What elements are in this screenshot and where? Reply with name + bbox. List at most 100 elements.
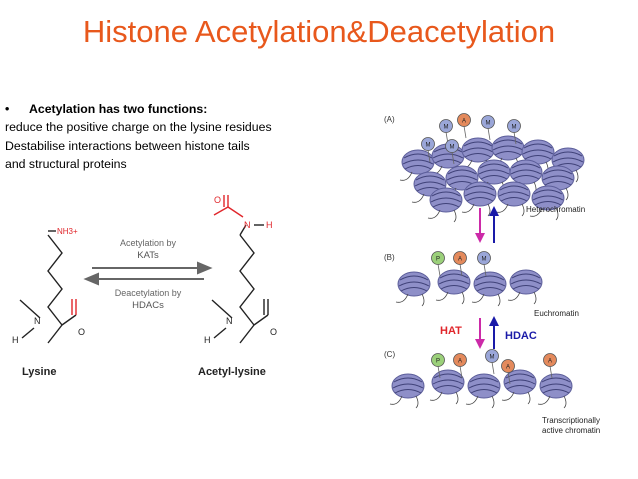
nucleosome <box>461 181 497 217</box>
acetyl-nh-bond <box>213 327 227 339</box>
panel-c-marks: P A M A A <box>431 349 557 385</box>
histone-mark-m: M <box>507 119 521 145</box>
forward-label: Acetylation by <box>120 238 177 248</box>
acetyl-co-double <box>263 299 269 315</box>
nucleosome <box>507 159 543 195</box>
nucleosome <box>465 373 501 409</box>
lysine-methyl-bond <box>19 299 41 319</box>
mark-letter: A <box>506 364 510 370</box>
nucleosome <box>507 269 543 305</box>
lysine-alpha-bond <box>47 324 63 344</box>
histone-mark-a: A <box>453 353 467 379</box>
acetyl-o-red-label: O <box>214 195 221 205</box>
histone-mark-m: M <box>485 349 499 375</box>
mark-letter: M <box>450 144 455 150</box>
slide-title: Histone Acetylation&Deacetylation <box>82 14 556 49</box>
mark-letter: M <box>486 120 491 126</box>
mark-letter: A <box>458 358 462 364</box>
nucleosome <box>427 187 463 223</box>
histone-mark-p: P <box>431 251 445 277</box>
histone-mark-a: A <box>501 359 515 385</box>
mark-letter: M <box>482 256 487 262</box>
histone-mark-m: M <box>477 251 491 277</box>
mark-letter: A <box>458 256 462 262</box>
heterochromatin-nucleosomes <box>399 135 585 223</box>
down-arrowhead-2 <box>475 339 485 349</box>
nucleosome <box>529 185 565 221</box>
heterochromatin-label: Heterochromatin <box>526 205 585 214</box>
nucleosome <box>501 369 537 405</box>
nucleosome <box>429 369 465 405</box>
lysine-carbonyl-bond <box>61 314 77 326</box>
forward-arrowhead <box>197 261 213 275</box>
acetyl-n-bond <box>239 224 247 236</box>
panel-a-marks: M A M M M M <box>421 113 521 165</box>
up-arrowhead-2 <box>489 316 499 326</box>
mark-letter: M <box>426 142 431 148</box>
nucleosome <box>399 149 435 185</box>
bullet-line-3: and structural proteins <box>5 156 127 171</box>
mark-letter: P <box>436 256 440 262</box>
reverse-label: Deacetylation by <box>115 288 182 298</box>
amide-h-label: H <box>266 220 273 230</box>
lysine-side-chain <box>47 234 63 326</box>
nucleosome <box>495 181 531 217</box>
lysine-name: Lysine <box>22 366 56 378</box>
lysine-o-label: O <box>78 327 85 337</box>
nucleosome <box>471 271 507 307</box>
bullet-list: • Acetylation has two functions: reduce t… <box>5 100 272 173</box>
mark-letter: M <box>512 124 517 130</box>
reverse-enzyme: HDACs <box>132 300 164 311</box>
nucleosome <box>537 373 573 409</box>
chromatin-diagram: (A) (B) (C) M A M M M M Heterochromatin P A M E… <box>384 113 600 435</box>
acetyl-co-bond <box>223 195 229 207</box>
acetyl-carbonyl-bond <box>253 314 269 326</box>
mark-letter: M <box>444 124 449 130</box>
acetyl-group <box>213 206 244 218</box>
bullet-line-1: reduce the positive charge on the lysine… <box>5 120 272 135</box>
acetyl-lysine-name: Acetyl-lysine <box>198 366 266 378</box>
acetyl-alpha-bond <box>239 324 255 344</box>
amine-label: NH3+ <box>57 227 78 236</box>
hdac-label: HDAC <box>505 330 537 342</box>
histone-mark-a: A <box>453 251 467 277</box>
forward-enzyme: KATs <box>137 250 159 261</box>
euchromatin-nucleosomes <box>395 269 543 307</box>
mark-letter: P <box>436 358 440 364</box>
nucleosome <box>435 269 471 305</box>
lysine-n-label: N <box>34 316 41 326</box>
histone-mark-p: P <box>431 353 445 379</box>
hat-label: HAT <box>440 325 462 337</box>
acetyl-methyl-bond <box>211 299 233 319</box>
up-arrowhead-1 <box>489 206 499 216</box>
active-label-1: Transcriptionally <box>542 416 600 425</box>
histone-mark-m: M <box>421 137 435 163</box>
histone-mark-m: M <box>481 115 495 141</box>
lysine-co-double <box>71 299 77 315</box>
lysine-acetylation-reaction: Acetylation by KATs Deacetylation by HDA… <box>12 195 277 378</box>
euchromatin-label: Euchromatin <box>534 309 579 318</box>
panel-a-label: (A) <box>384 115 395 124</box>
histone-mark-m: M <box>439 119 453 145</box>
mark-letter: A <box>548 358 552 364</box>
panel-b-label: (B) <box>384 253 395 262</box>
lysine-nh-bond <box>21 327 35 339</box>
active-nucleosomes <box>389 369 573 409</box>
panel-c-label: (C) <box>384 350 395 359</box>
bullet-line-2: Destabilise interactions between histone… <box>5 138 250 153</box>
acetyl-side-chain <box>239 234 255 326</box>
acetyl-h-label: H <box>204 335 211 345</box>
nucleosome <box>389 373 425 409</box>
bullet-marker: • <box>5 102 10 116</box>
acetyl-o-label: O <box>270 327 277 337</box>
histone-mark-a: A <box>543 353 557 379</box>
acetyl-n-label: N <box>226 316 233 326</box>
transition-arrows-2 <box>475 316 499 349</box>
down-arrowhead-1 <box>475 233 485 243</box>
amide-n-label: N <box>244 220 251 230</box>
mark-letter: A <box>462 118 466 124</box>
transition-arrows-1 <box>475 206 499 243</box>
bullet-heading-text: Acetylation has two functions: <box>29 102 208 116</box>
reverse-arrowhead <box>83 272 99 286</box>
